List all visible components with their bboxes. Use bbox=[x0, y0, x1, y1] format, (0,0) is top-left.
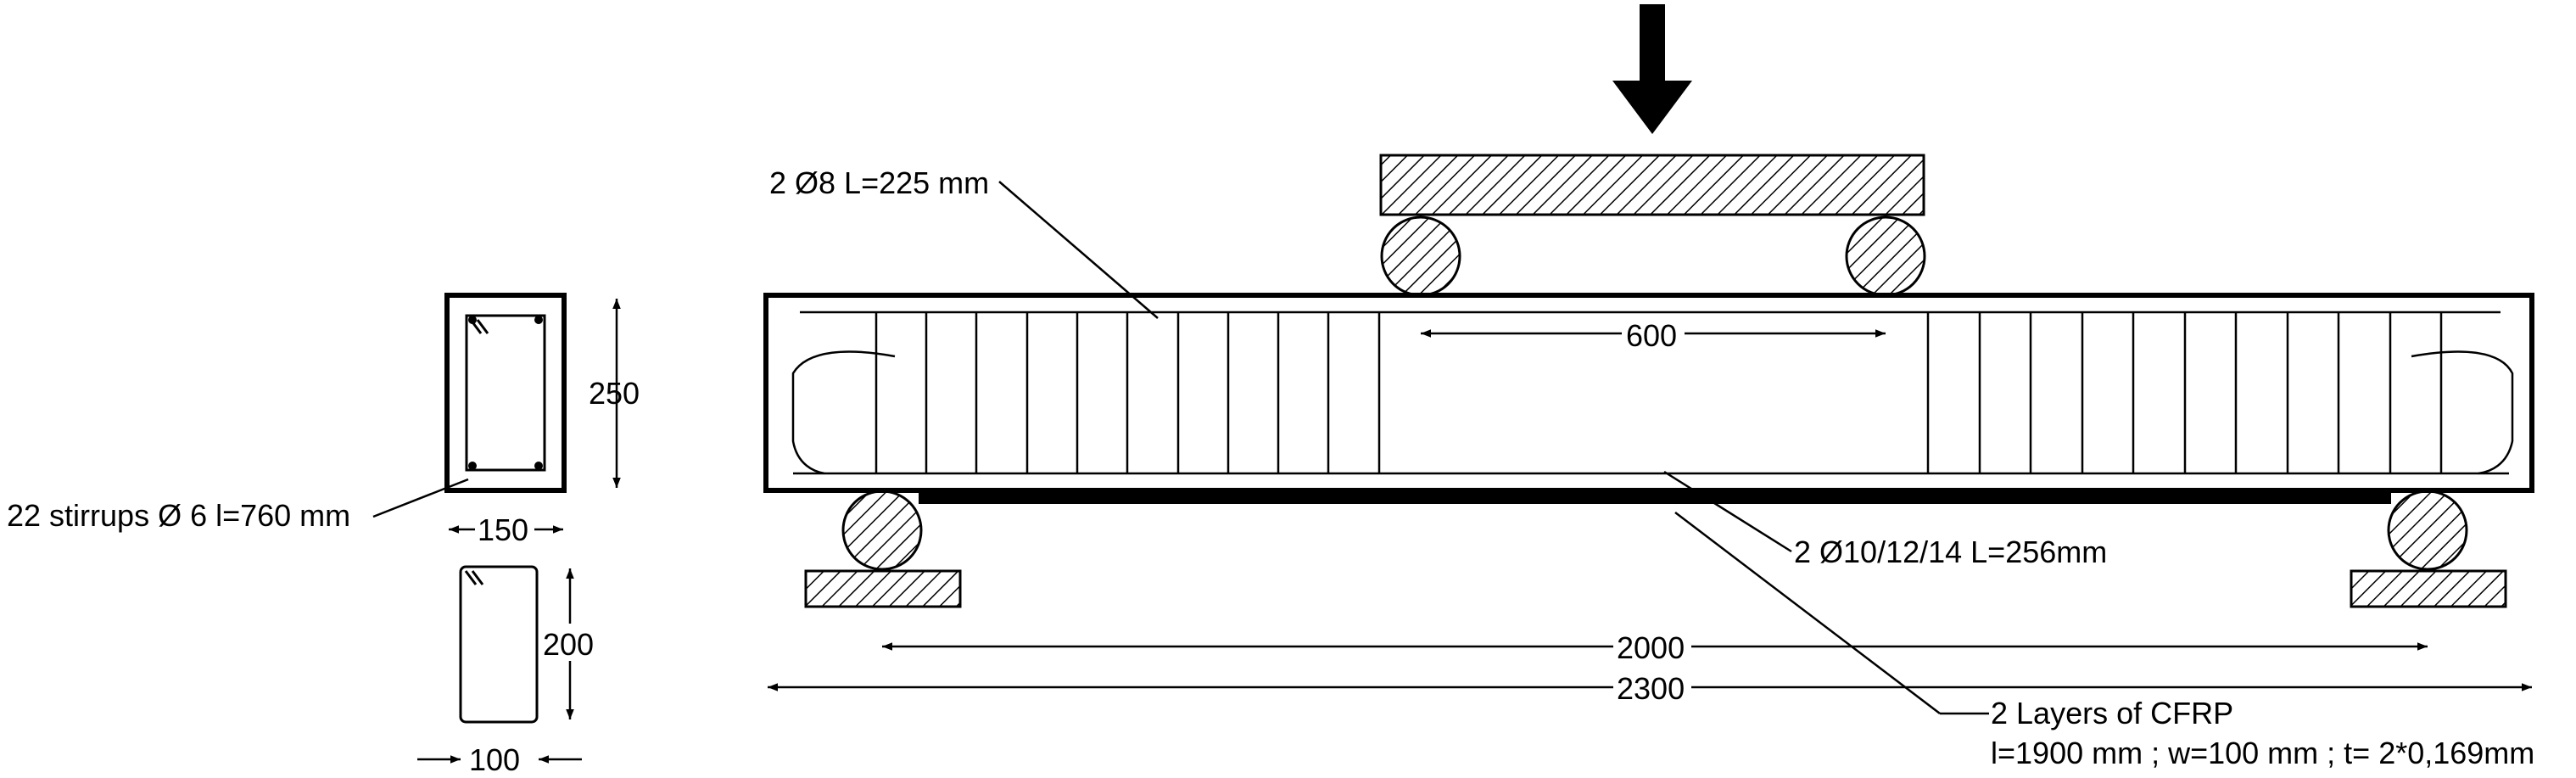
section-outline bbox=[444, 293, 567, 493]
section-stirrup bbox=[465, 314, 546, 472]
spreader-beam bbox=[1379, 154, 1925, 216]
section-width-label: 150 bbox=[478, 512, 528, 547]
end-hook-left bbox=[791, 350, 896, 475]
stirrup-hook bbox=[476, 319, 489, 334]
cfrp-spec-label: l=1900 mm ; w=100 mm ; t= 2*0,169mm bbox=[1991, 736, 2534, 770]
load-roller-right bbox=[1845, 215, 1926, 297]
support-base-left bbox=[804, 569, 962, 608]
support-span-label: 2000 bbox=[1617, 630, 1685, 665]
rebar-dot bbox=[468, 316, 477, 324]
beam-elevation: 600 2000 2300 2 Ø8 L=225 mm 2 Ø10/12/14 … bbox=[763, 4, 2534, 770]
stirrup-height-label: 200 bbox=[543, 627, 594, 662]
stirrups-right bbox=[1926, 312, 2443, 473]
support-base-right bbox=[2350, 569, 2507, 608]
load-span-label: 600 bbox=[1626, 318, 1677, 353]
support-roller-left bbox=[841, 490, 923, 571]
load-roller-left bbox=[1380, 215, 1461, 297]
support-roller-right bbox=[2387, 490, 2468, 571]
stirrup-width-label: 100 bbox=[469, 742, 520, 777]
rebar-dot bbox=[468, 462, 477, 470]
cfrp-leader bbox=[1674, 512, 1941, 714]
bottom-bars-leader bbox=[1663, 470, 1792, 553]
top-bars-label: 2 Ø8 L=225 mm bbox=[769, 165, 989, 200]
rebar-dot bbox=[534, 316, 543, 324]
bottom-bars-label: 2 Ø10/12/14 L=256mm bbox=[1794, 535, 2107, 569]
stirrups-left bbox=[874, 312, 1381, 473]
section-height-label: 250 bbox=[589, 376, 640, 411]
stirrups-leader bbox=[372, 478, 469, 518]
cfrp-strip bbox=[919, 490, 2391, 504]
cross-section: 250 150 22 stirrups Ø 6 l=760 mm bbox=[7, 293, 640, 547]
total-length-label: 2300 bbox=[1617, 671, 1685, 706]
rebar-dot bbox=[534, 462, 543, 470]
top-bars-leader bbox=[998, 181, 1159, 319]
stirrup-detail: 200 100 bbox=[417, 565, 601, 777]
stirrups-label: 22 stirrups Ø 6 l=760 mm bbox=[7, 498, 350, 533]
cfrp-title-label: 2 Layers of CFRP bbox=[1991, 696, 2233, 730]
load-arrow bbox=[1612, 4, 1692, 134]
stirrup-shape bbox=[459, 565, 539, 724]
end-hook-right bbox=[2411, 350, 2514, 475]
